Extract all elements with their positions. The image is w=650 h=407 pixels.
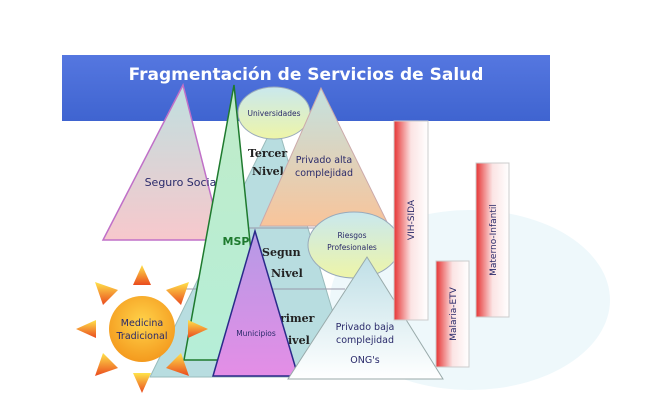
privado-baja-label: complejidad — [336, 335, 394, 346]
materno-infantil-bar — [475, 162, 510, 318]
medicina-label: Tradicional — [116, 331, 168, 342]
riesgos-label: Riesgos — [337, 231, 366, 240]
materno-infantil-label: Materno-Infantil — [489, 204, 499, 276]
msp-label: MSP — [223, 235, 250, 248]
segundo-nivel-label: Nivel — [271, 267, 303, 280]
seguro-social-label: Seguro Social — [145, 176, 220, 189]
segundo-nivel-label: Segun — [262, 246, 301, 259]
tercer-nivel-label: Nivel — [252, 165, 284, 178]
medicina-label: Medicina — [121, 318, 163, 329]
tercer-nivel-label: Tercer — [248, 147, 287, 160]
privado-alta-label: complejidad — [295, 168, 353, 179]
seguro-social-triangle — [101, 82, 223, 241]
primer-nivel-label: ivel — [288, 334, 310, 347]
medicina-tradicional-sun — [76, 265, 208, 393]
municipios-triangle — [212, 228, 300, 377]
vih-sida-label: VIH-SIDA — [407, 199, 417, 240]
riesgos-label: Profesionales — [327, 243, 377, 252]
primer-nivel-label: rimer — [280, 312, 315, 325]
privado-alta-label: Privado alta — [296, 155, 352, 166]
malaria-etv-bar — [435, 260, 470, 368]
privado-baja-label: Privado baja — [336, 322, 395, 333]
ongs-label: ONG's — [350, 355, 380, 366]
municipios-label: Municipios — [236, 329, 276, 338]
universidades-label: Universidades — [247, 109, 300, 118]
malaria-etv-label: Malaria-ETV — [449, 286, 459, 340]
diagram-title: Fragmentación de Servicios de Salud — [129, 65, 484, 85]
vih-sida-bar — [393, 120, 429, 321]
